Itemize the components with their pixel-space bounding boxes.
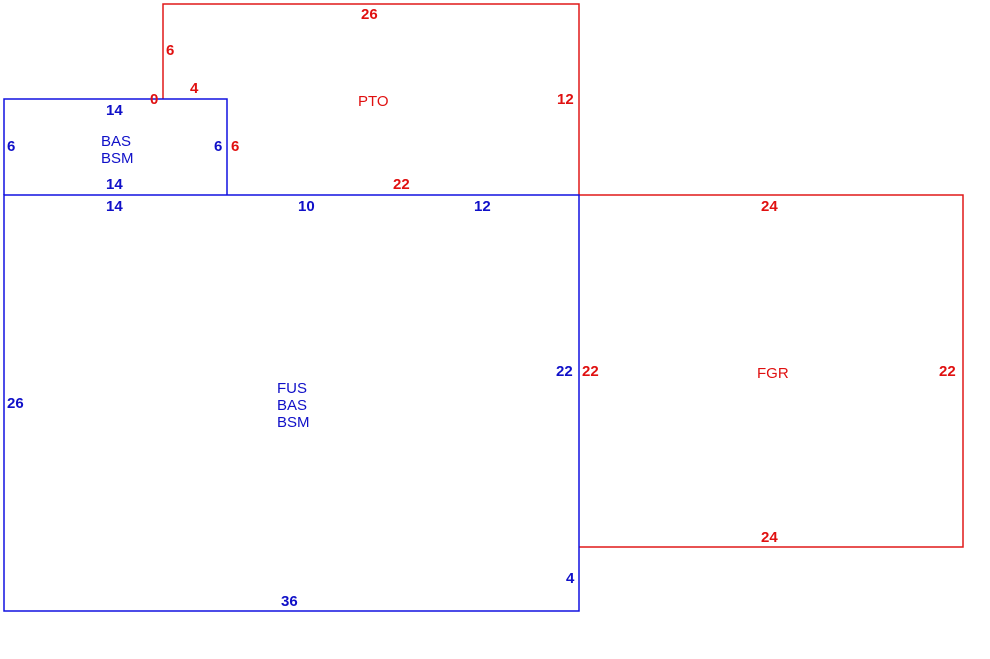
dim-pto-notch-corner: 0 — [150, 91, 158, 108]
area-label-line: BSM — [277, 414, 310, 431]
dim-fgr-top: 24 — [761, 198, 778, 215]
dim-fgr-left: 22 — [582, 363, 599, 380]
dim-pto-left-lower: 6 — [231, 138, 239, 155]
dim-bas-top: 14 — [106, 102, 123, 119]
area-label-line: BAS — [101, 133, 131, 150]
area-label-line: PTO — [358, 93, 389, 110]
area-label-line: BAS — [277, 397, 307, 414]
dim-fus-top-c: 12 — [474, 198, 491, 215]
area-label-fgr: FGR — [757, 365, 789, 382]
area-label-fus-bas-bsm: FUS BAS BSM — [277, 380, 311, 431]
dim-pto-left-upper: 6 — [166, 42, 174, 59]
area-label-line: BSM — [101, 150, 134, 167]
fgr-outline — [579, 194, 964, 548]
dim-bas-bottom: 14 — [106, 176, 123, 193]
area-label-bas-bsm: BAS BSM — [101, 133, 135, 167]
dim-bas-right: 6 — [214, 138, 222, 155]
dim-fus-right-upper: 22 — [556, 363, 573, 380]
dim-fgr-right: 22 — [939, 363, 956, 380]
dim-fgr-bottom: 24 — [761, 529, 778, 546]
bas-outline — [3, 98, 228, 195]
area-label-line: FGR — [757, 365, 789, 382]
dim-pto-notch: 4 — [190, 80, 199, 97]
fus-outline — [3, 194, 580, 612]
dim-pto-right: 12 — [557, 91, 574, 108]
pto-outline — [162, 3, 580, 195]
dim-fus-top-b: 10 — [298, 198, 315, 215]
dim-fus-bottom: 36 — [281, 593, 298, 610]
area-label-pto: PTO — [358, 93, 389, 110]
dim-bas-left: 6 — [7, 138, 15, 155]
dim-pto-top: 26 — [361, 6, 378, 23]
dim-fus-left: 26 — [7, 395, 24, 412]
area-label-line: FUS — [277, 380, 307, 397]
dim-pto-bottom: 22 — [393, 176, 410, 193]
dim-fus-top-a: 14 — [106, 198, 123, 215]
dim-fus-right-lower: 4 — [566, 570, 575, 587]
